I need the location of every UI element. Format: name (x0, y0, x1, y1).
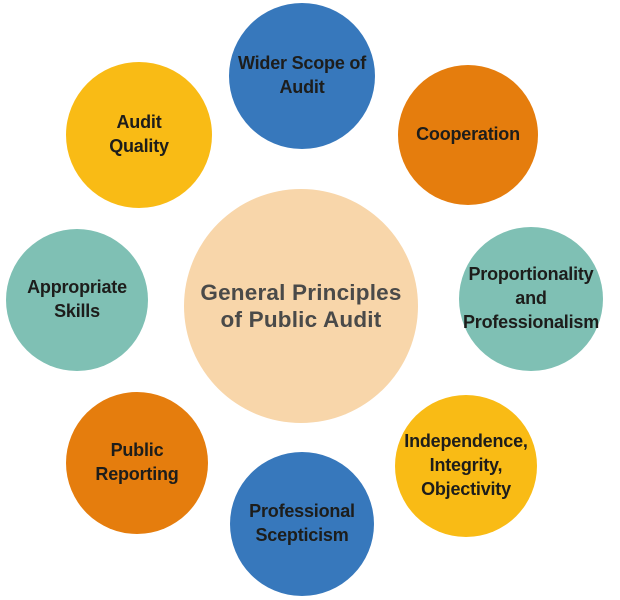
node-label-cooperation: Cooperation (416, 124, 520, 145)
node-audit-quality: Audit Quality (66, 62, 212, 208)
node-professional-scepticism: Professional Scepticism (230, 452, 374, 596)
node-independence-integrity-objectivity: Independence, Integrity, Objectivity (395, 395, 537, 537)
node-public-reporting: Public Reporting (66, 392, 208, 534)
node-label-professional-scepticism: Professional Scepticism (249, 501, 355, 545)
node-proportionality-and-professionalism: Proportionality and Professionalism (459, 227, 603, 371)
node-appropriate-skills: Appropriate Skills (6, 229, 148, 371)
node-wider-scope-of-audit: Wider Scope of Audit (229, 3, 375, 149)
node-label-audit-quality: Audit Quality (109, 112, 169, 156)
node-label-public-reporting: Public Reporting (95, 440, 179, 484)
node-label-wider-scope-of-audit: Wider Scope of Audit (237, 53, 367, 97)
node-cooperation: Cooperation (398, 65, 538, 205)
node-label-independence-integrity-objectivity: Independence, Integrity, Objectivity (404, 431, 528, 499)
node-label-appropriate-skills: Appropriate Skills (27, 277, 127, 321)
node-label-general-principles-of-public-audit: General Principles of Public Audit (200, 279, 402, 332)
node-general-principles-of-public-audit: General Principles of Public Audit (184, 189, 418, 423)
node-label-proportionality-and-professionalism: Proportionality and Professionalism (462, 264, 600, 332)
